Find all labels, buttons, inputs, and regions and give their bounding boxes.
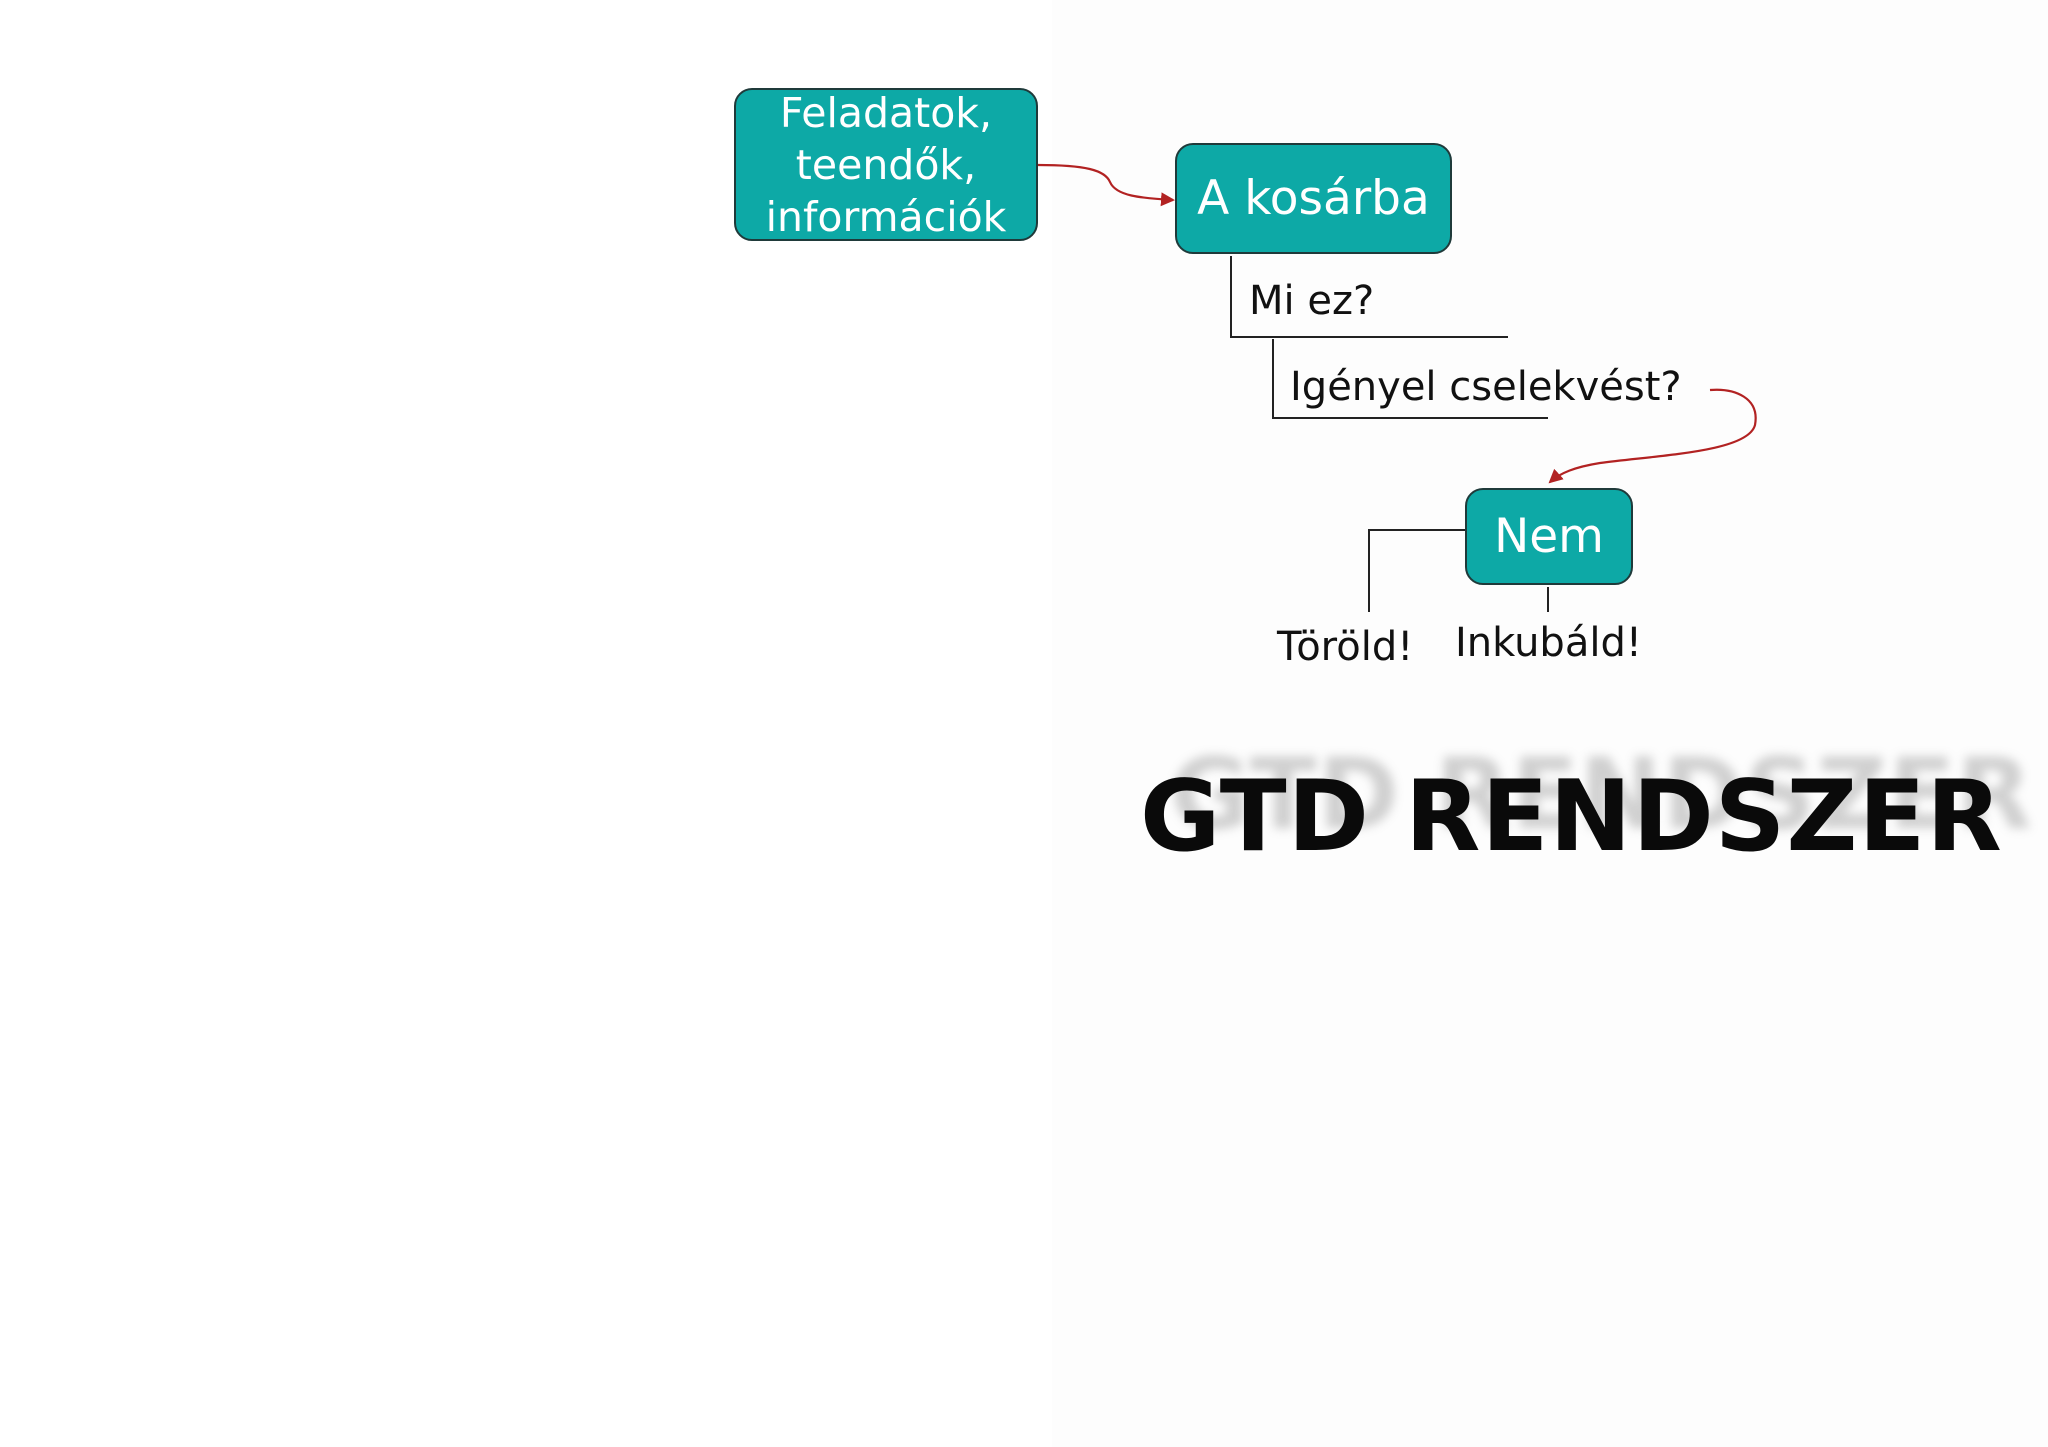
connector-no-to-delete bbox=[1368, 529, 1465, 612]
node-tasks-line-2: teendők, bbox=[795, 140, 977, 189]
node-inbox-label: A kosárba bbox=[1197, 171, 1430, 226]
node-tasks: Feladatok, teendők, információk bbox=[734, 88, 1038, 241]
connector-what bbox=[1230, 256, 1508, 338]
arrow-action-to-no bbox=[1548, 388, 1757, 484]
node-no-label: Nem bbox=[1494, 509, 1604, 564]
node-tasks-line-1: Feladatok, bbox=[779, 88, 993, 137]
question-what: Mi ez? bbox=[1249, 278, 1375, 324]
option-delete: Töröld! bbox=[1277, 624, 1414, 670]
node-no: Nem bbox=[1465, 488, 1633, 585]
node-tasks-line-3: információk bbox=[765, 192, 1007, 241]
connector-action bbox=[1272, 339, 1548, 419]
arrow-tasks-to-inbox bbox=[1037, 163, 1175, 207]
node-inbox: A kosárba bbox=[1175, 143, 1452, 254]
question-action: Igényel cselekvést? bbox=[1290, 364, 1682, 410]
option-incubate: Inkubáld! bbox=[1455, 620, 1642, 666]
slide-title: GTD RENDSZER bbox=[1140, 760, 2003, 874]
title-shadow: GTD RENDSZER bbox=[1170, 738, 2033, 852]
